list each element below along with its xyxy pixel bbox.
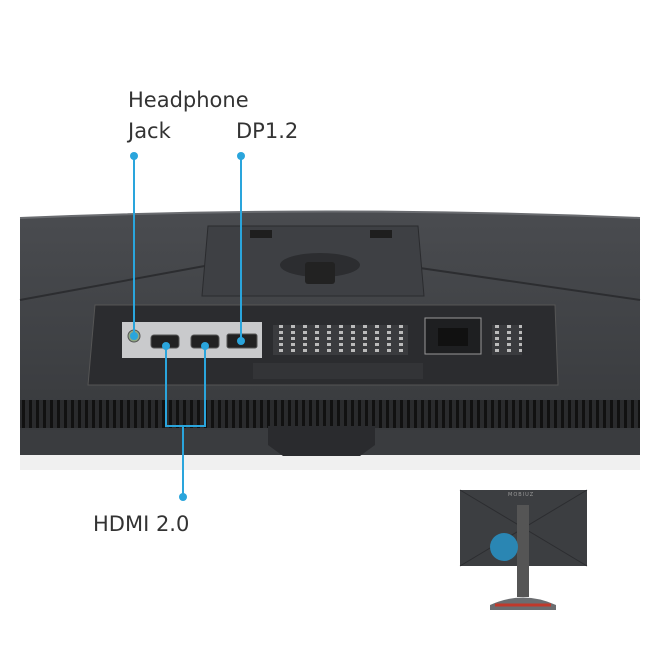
bottom-vents xyxy=(20,400,640,428)
dp-label: DP1.2 xyxy=(236,119,299,143)
callout-lines xyxy=(133,156,242,497)
callout-dot-dp xyxy=(237,152,245,160)
thumbnail-logo: MOBIUZ xyxy=(508,492,535,498)
monitor-thumbnail xyxy=(459,489,588,610)
vent-grill xyxy=(273,325,408,355)
stand-foot xyxy=(268,426,375,456)
callout-dot-headphone xyxy=(130,152,138,160)
callout-dot-hdmi xyxy=(179,493,187,501)
hdmi-label: HDMI 2.0 xyxy=(93,512,190,536)
headphone-label-line1: Headphone xyxy=(128,88,249,112)
headphone-label-line2: Jack xyxy=(128,119,171,143)
highlight-circle xyxy=(490,533,518,561)
